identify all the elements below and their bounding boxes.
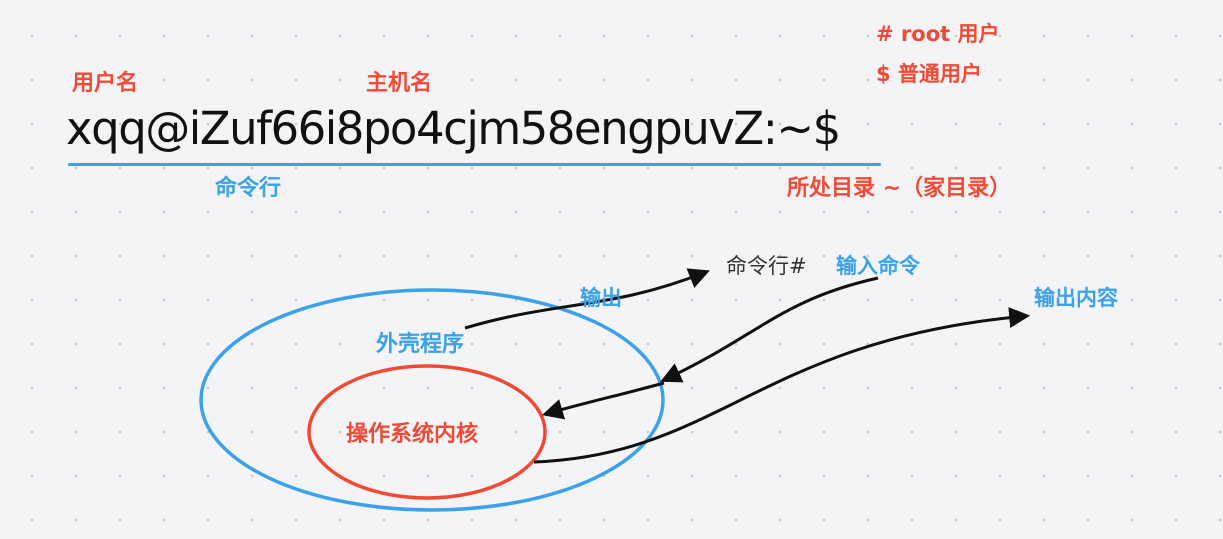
shell-ellipse xyxy=(199,288,665,512)
input-command-label: 输入命令 xyxy=(836,254,920,278)
kernel-to-output-arrow xyxy=(533,307,1031,464)
username-label: 用户名 xyxy=(72,71,139,96)
normal-user-label: $ 普通用户 xyxy=(876,62,982,86)
kernel-label: 操作系统内核 xyxy=(346,422,479,447)
command-line-label: 命令行 xyxy=(215,176,282,201)
output-arrow xyxy=(464,268,710,330)
current-dir-label: 所处目录 ~（家目录） xyxy=(787,176,1012,201)
output-label: 输出 xyxy=(580,286,622,310)
shell-label: 外壳程序 xyxy=(376,332,465,357)
output-content-label: 输出内容 xyxy=(1034,286,1118,310)
cmdline-hash-label: 命令行# xyxy=(726,254,807,278)
input-to-shell-arrow xyxy=(660,276,879,383)
shell-prompt: xqq@iZuf66i8po4cjm58engpuvZ:~$ xyxy=(66,102,841,155)
kernel-ellipse xyxy=(307,364,547,500)
shell-to-kernel-arrow xyxy=(541,381,665,420)
prompt-underline xyxy=(68,163,881,166)
root-user-label: # root 用户 xyxy=(876,22,1000,46)
hostname-label: 主机名 xyxy=(366,71,433,96)
